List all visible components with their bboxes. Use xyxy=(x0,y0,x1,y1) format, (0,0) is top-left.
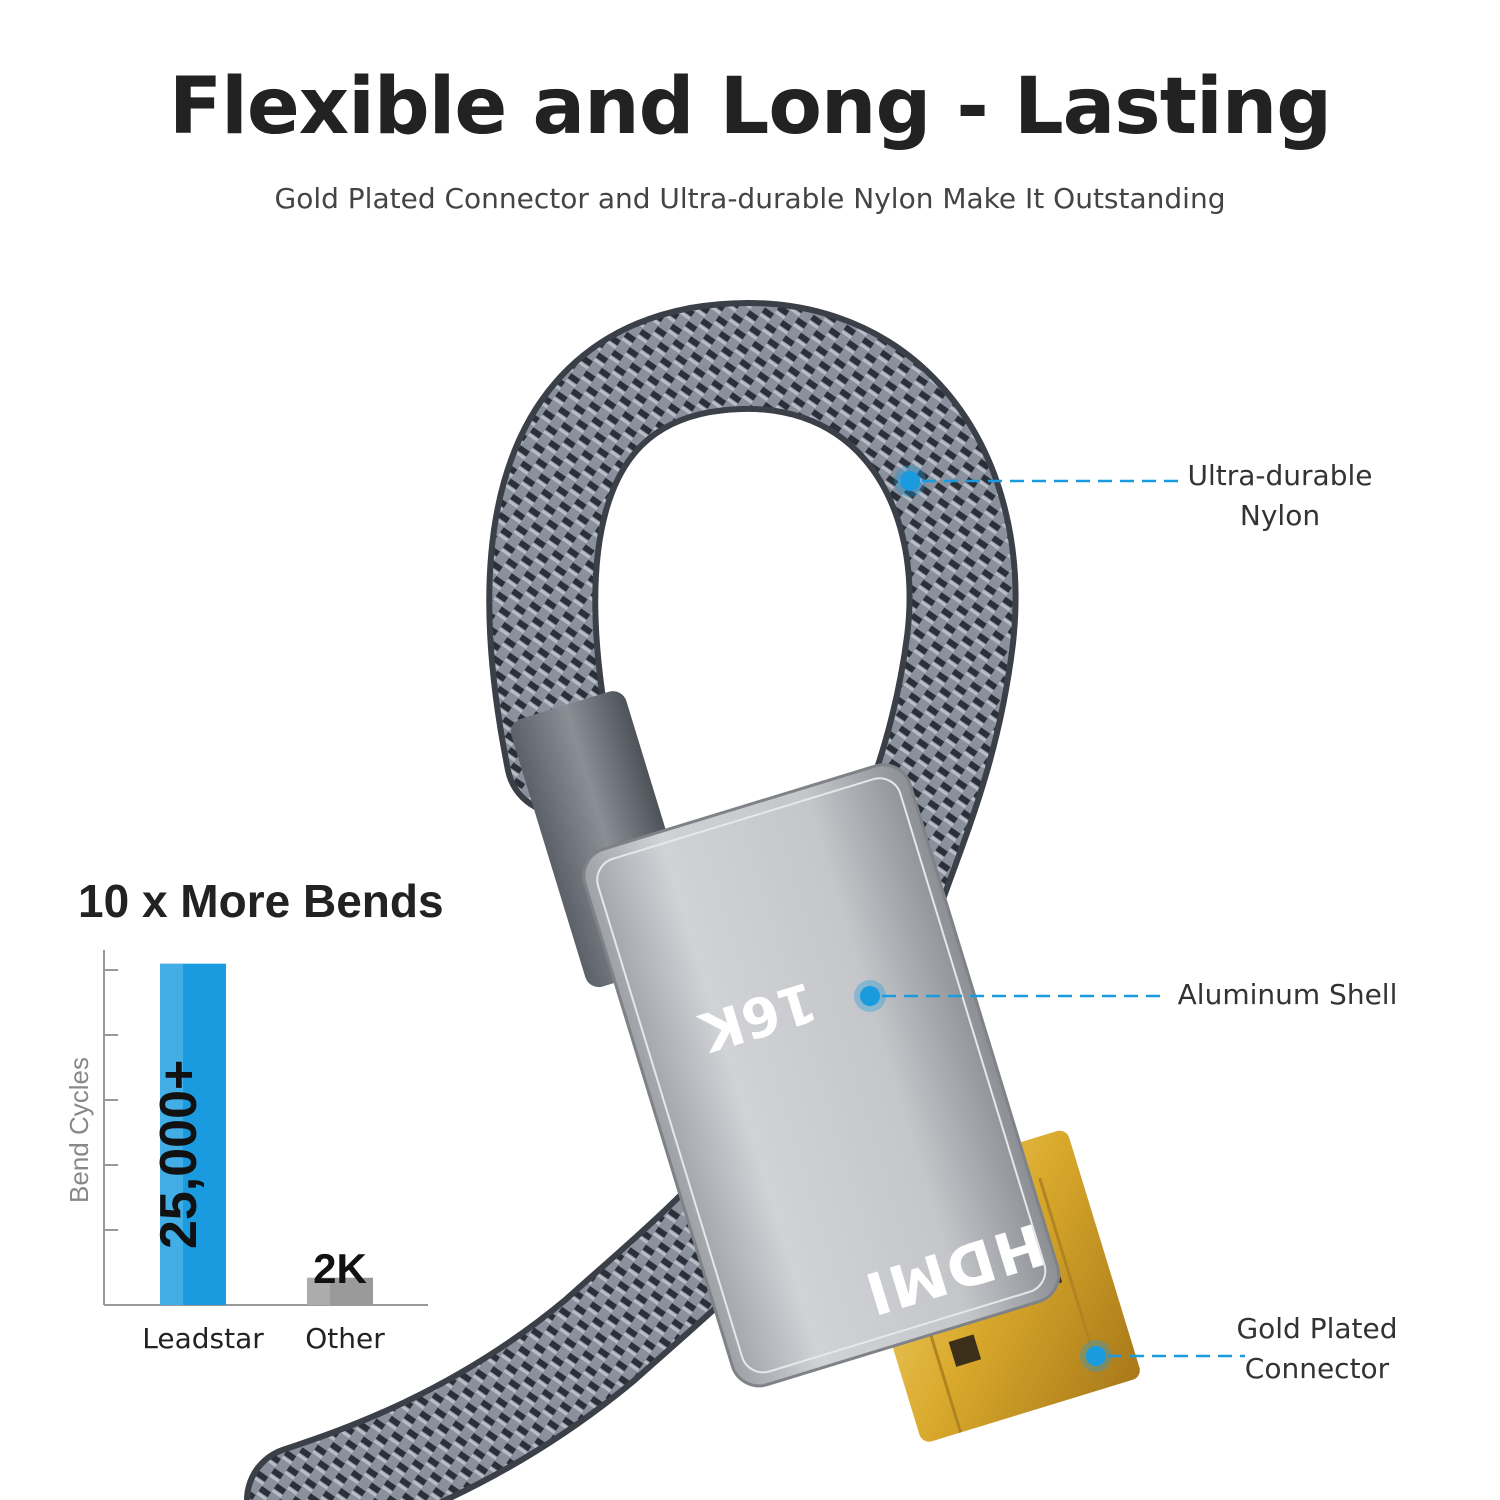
bar-highlight xyxy=(307,1277,331,1305)
y-axis-label: Bend Cycles xyxy=(64,1057,94,1203)
bar-leadstar xyxy=(160,963,226,1305)
data-label: 2K xyxy=(313,1245,367,1292)
category-label: Leadstar xyxy=(142,1322,264,1355)
callout-aluminum-shell: Aluminum Shell xyxy=(1177,978,1398,1011)
callout-gold-connector: Gold Plated Connector xyxy=(1236,1312,1398,1385)
callout-nylon: Ultra-durable Nylon xyxy=(1187,459,1373,532)
category-label: Other xyxy=(305,1322,385,1355)
data-label: 25,000+ xyxy=(150,1060,208,1249)
bar-highlight xyxy=(160,963,184,1305)
bar-other xyxy=(307,1277,373,1305)
page-subtitle: Gold Plated Connector and Ultra-durable … xyxy=(274,182,1226,215)
page-title: Flexible and Long - Lasting xyxy=(168,62,1332,152)
chart-title: 10 x More Bends xyxy=(78,875,444,927)
